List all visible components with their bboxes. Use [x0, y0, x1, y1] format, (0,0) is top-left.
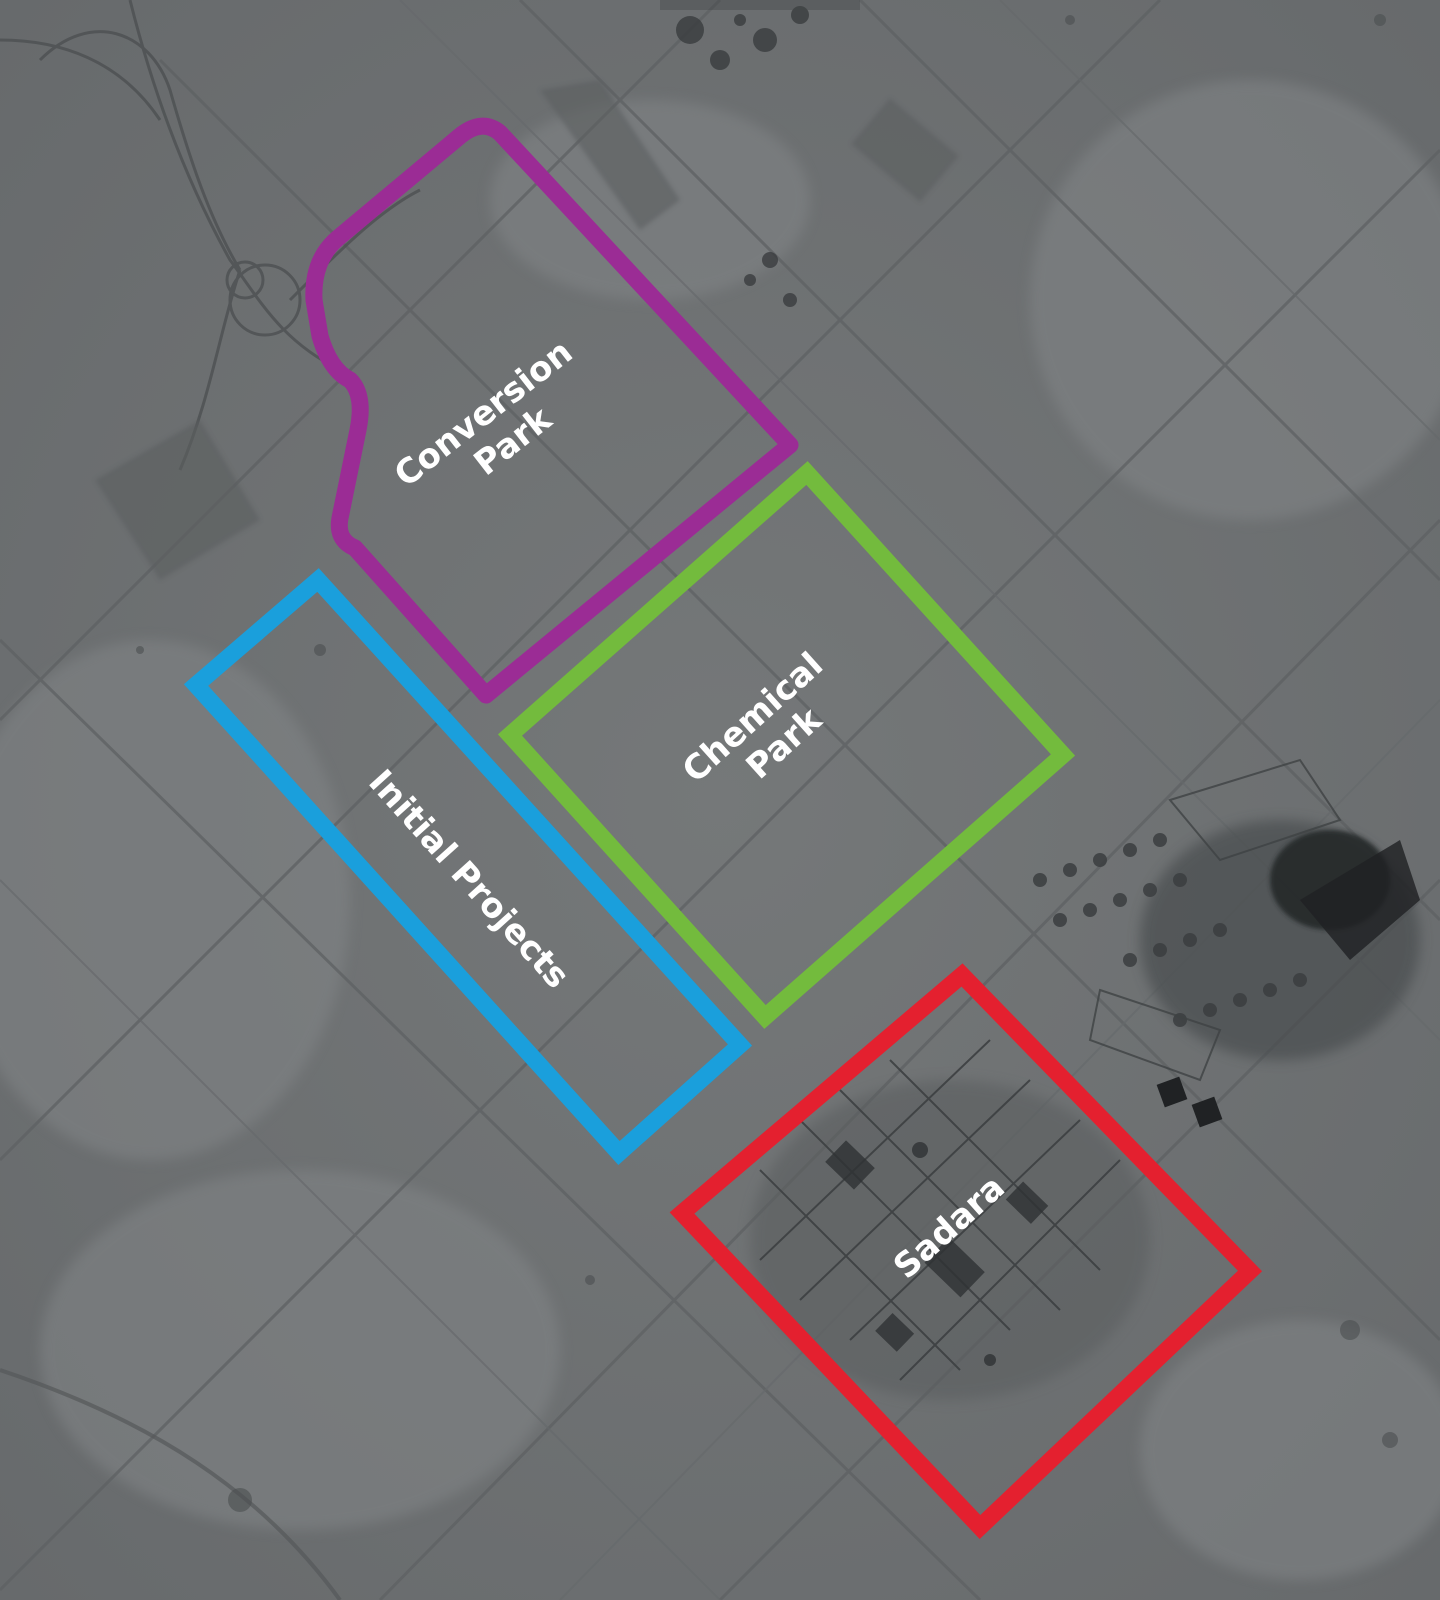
right-industrial-complex — [1033, 758, 1420, 1128]
dark-patches-top — [95, 80, 959, 580]
terrain-specks — [136, 14, 1398, 1512]
zone-outlines — [183, 117, 1263, 1540]
sadara-outline[interactable] — [669, 963, 1263, 1540]
chemical-park-outline[interactable] — [497, 461, 1076, 1029]
highway-bottom-left — [0, 1368, 342, 1600]
top-industrial-area — [660, 0, 860, 307]
conversion-park-outline[interactable] — [305, 117, 799, 704]
initial-projects-outline[interactable] — [183, 568, 753, 1165]
sadara-plant-texture — [750, 1039, 1150, 1400]
